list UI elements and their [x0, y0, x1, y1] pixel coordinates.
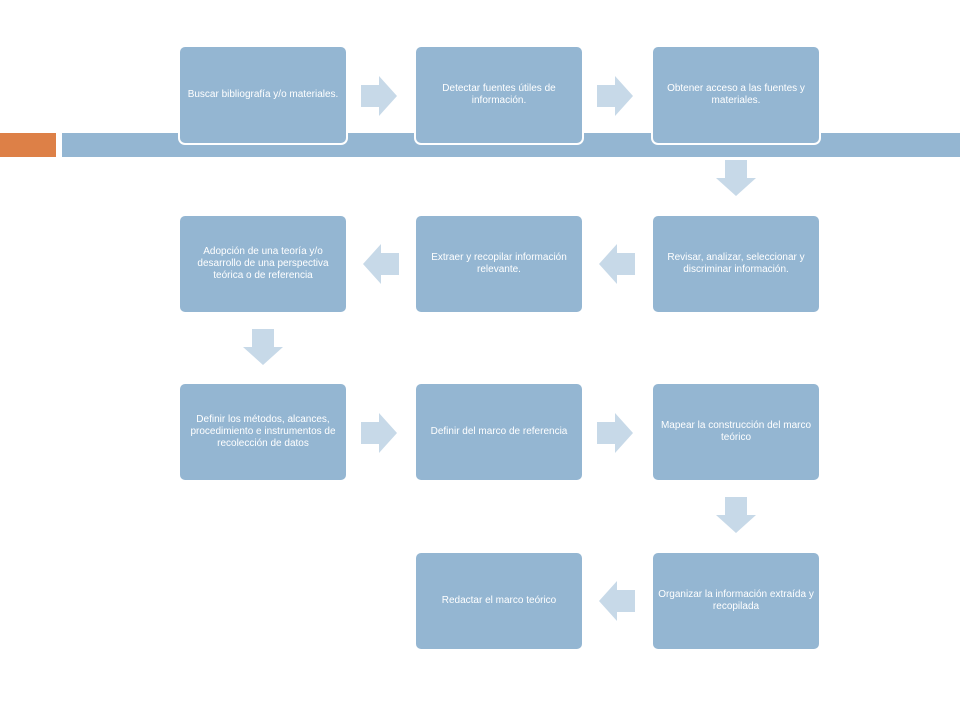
step-box-4: Revisar, analizar, seleccionar y discrim…	[651, 214, 821, 314]
arrow-right-icon	[597, 76, 633, 116]
step-box-9: Mapear la construcción del marco teórico	[651, 382, 821, 482]
step-label-5: Extraer y recopilar información relevant…	[431, 252, 567, 275]
arrow-left-icon	[599, 244, 635, 284]
step-label-3: Obtener acceso a las fuentes y materiale…	[667, 83, 805, 106]
step-label-1: Buscar bibliografía y/o materiales.	[187, 89, 339, 100]
step-label-9: Mapear la construcción del marco teórico	[660, 420, 812, 443]
step-box-1: Buscar bibliografía y/o materiales.	[178, 45, 348, 145]
step-label-4: Revisar, analizar, seleccionar y discrim…	[667, 252, 805, 275]
step-label-6: Adopción de una teoría y/o desarrollo de…	[197, 246, 329, 281]
step-box-7: Definir los métodos, alcances, procedimi…	[178, 382, 348, 482]
step-box-11: Redactar el marco teórico	[414, 551, 584, 651]
arrow-right-icon	[361, 413, 397, 453]
step-box-3: Obtener acceso a las fuentes y materiale…	[651, 45, 821, 145]
step-label-7: Definir los métodos, alcances, procedimi…	[190, 414, 336, 449]
accent-bar-orange	[0, 133, 56, 157]
step-label-2: Detectar fuentes útiles de información.	[442, 83, 556, 106]
arrow-left-icon	[363, 244, 399, 284]
arrow-right-icon	[361, 76, 397, 116]
arrow-down-icon	[716, 160, 756, 196]
step-box-5: Extraer y recopilar información relevant…	[414, 214, 584, 314]
step-label-11: Redactar el marco teórico	[441, 595, 557, 606]
step-box-6: Adopción de una teoría y/o desarrollo de…	[178, 214, 348, 314]
step-box-10: Organizar la información extraída y reco…	[651, 551, 821, 651]
arrow-down-icon	[716, 497, 756, 533]
step-label-10: Organizar la información extraída y reco…	[658, 589, 814, 612]
arrow-right-icon	[597, 413, 633, 453]
step-box-2: Detectar fuentes útiles de información.	[414, 45, 584, 145]
step-label-8: Definir del marco de referencia	[430, 426, 568, 437]
step-box-8: Definir del marco de referencia	[414, 382, 584, 482]
arrow-left-icon	[599, 581, 635, 621]
arrow-down-icon	[243, 329, 283, 365]
